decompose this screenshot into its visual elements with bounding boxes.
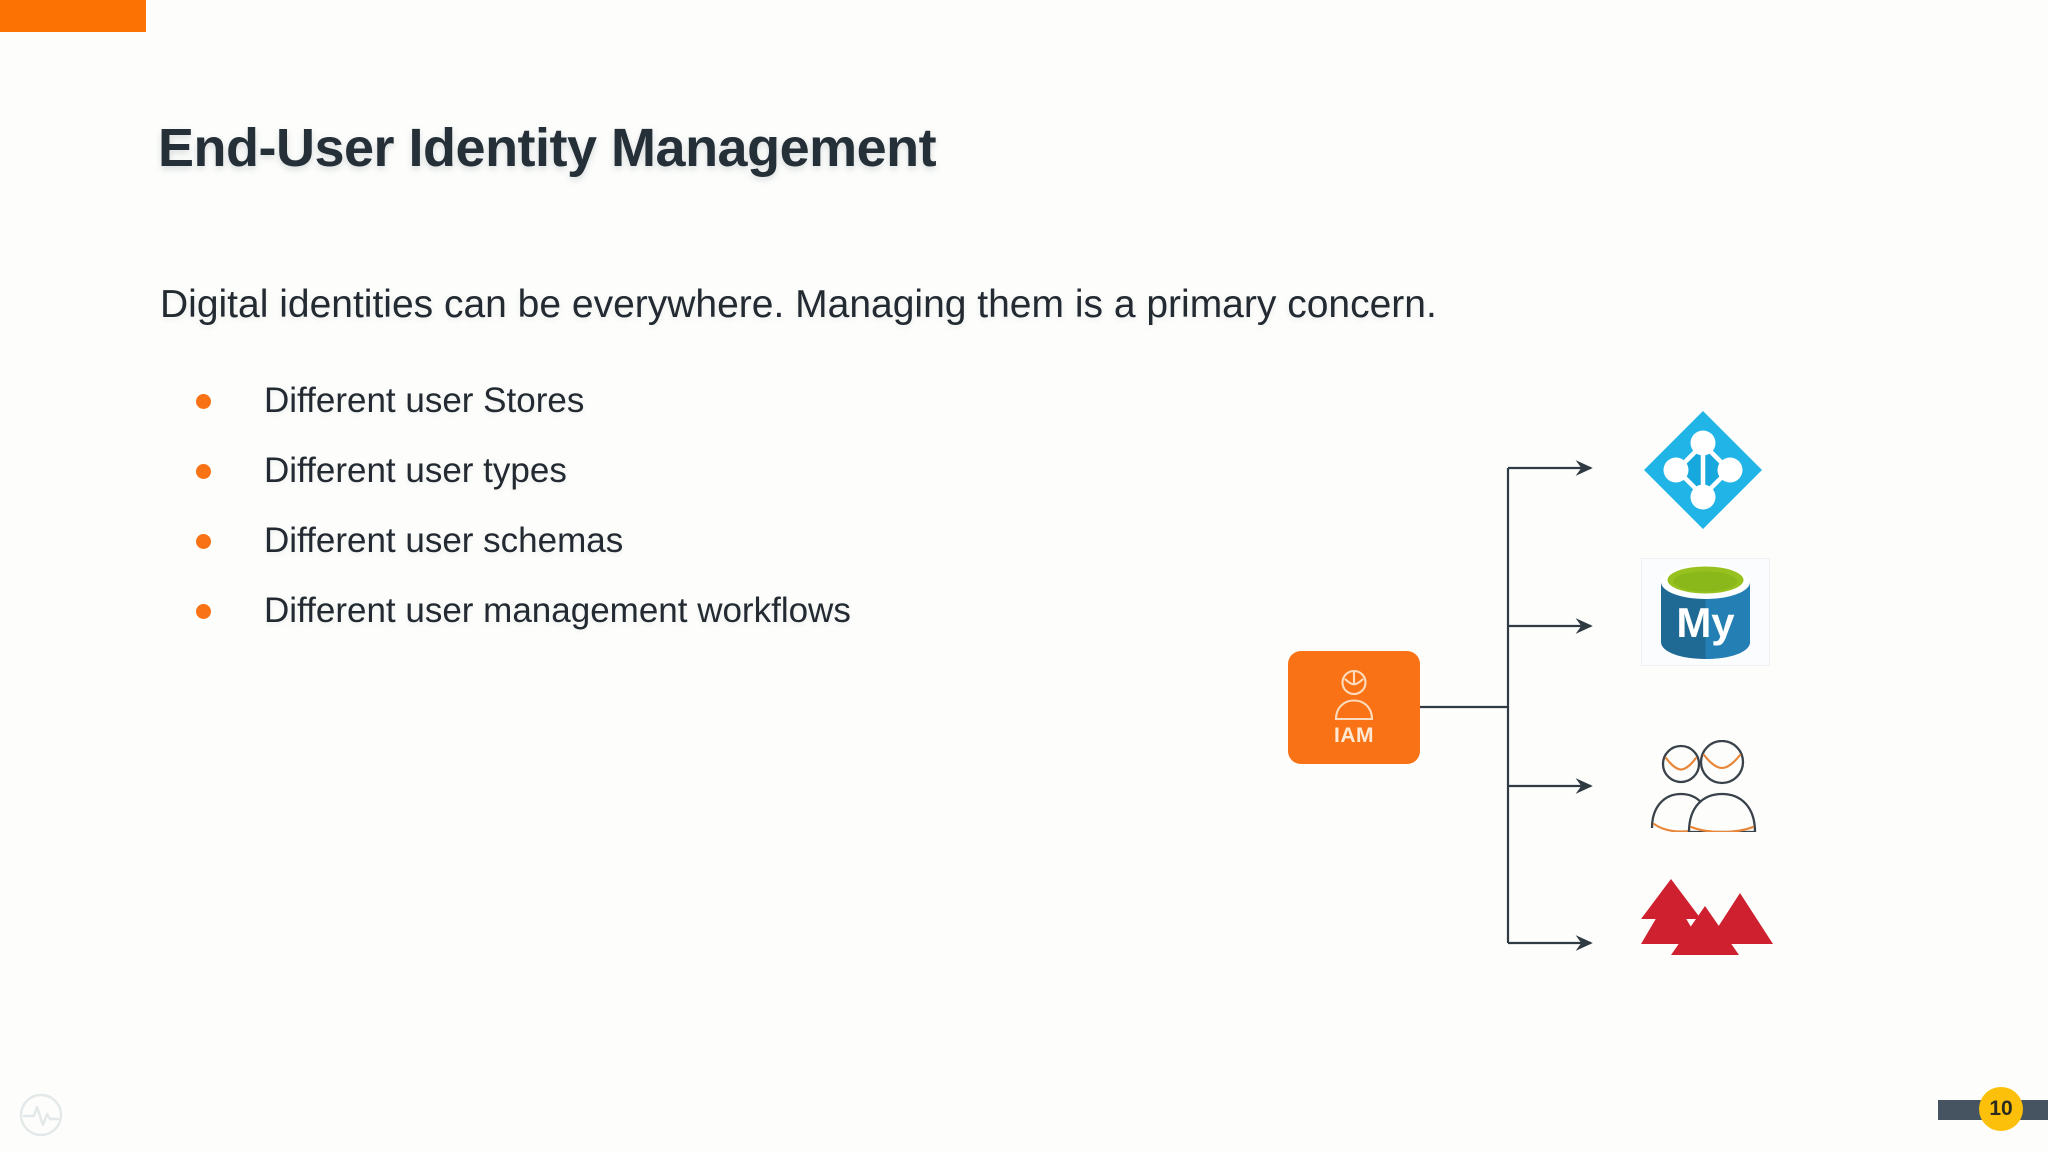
red-mountains-node[interactable] <box>1641 872 1773 955</box>
list-item: Different user management workflows <box>180 576 1180 646</box>
mysql-database-icon: My <box>1661 565 1750 659</box>
iam-architecture-diagram: IAM <box>1250 390 1810 1070</box>
azure-active-directory-icon <box>1644 411 1762 529</box>
bullet-list: Different user Stores Different user typ… <box>180 366 1180 646</box>
page-title: End-User Identity Management <box>158 118 937 178</box>
connector-lines <box>1420 460 1593 951</box>
red-mountains-icon <box>1641 879 1773 955</box>
list-item: Different user Stores <box>180 366 1180 436</box>
bullet-dot-icon <box>196 603 211 619</box>
iam-node[interactable]: IAM <box>1288 651 1420 764</box>
list-item-label: Different user types <box>264 451 567 490</box>
pulse-circle-logo <box>19 1093 63 1137</box>
bullet-dot-icon <box>196 393 211 409</box>
list-item: Different user types <box>180 436 1180 506</box>
slide-subtitle: Digital identities can be everywhere. Ma… <box>160 283 1437 326</box>
bullet-dot-icon <box>196 463 211 479</box>
user-person-icon <box>1334 669 1374 720</box>
iam-node-label: IAM <box>1334 723 1374 747</box>
users-group-icon <box>1650 739 1757 834</box>
list-item-label: Different user schemas <box>264 521 624 560</box>
list-item: Different user schemas <box>180 506 1180 576</box>
list-item-label: Different user Stores <box>264 381 585 420</box>
bullet-dot-icon <box>196 533 211 549</box>
svg-text:My: My <box>1676 599 1735 646</box>
user-group-node[interactable] <box>1642 739 1766 834</box>
page-number-badge: 10 <box>1979 1087 2023 1131</box>
list-item-label: Different user management workflows <box>264 591 851 630</box>
azure-active-directory-node[interactable] <box>1640 407 1766 533</box>
accent-bar <box>0 0 146 32</box>
mysql-database-node[interactable]: My <box>1641 558 1770 666</box>
